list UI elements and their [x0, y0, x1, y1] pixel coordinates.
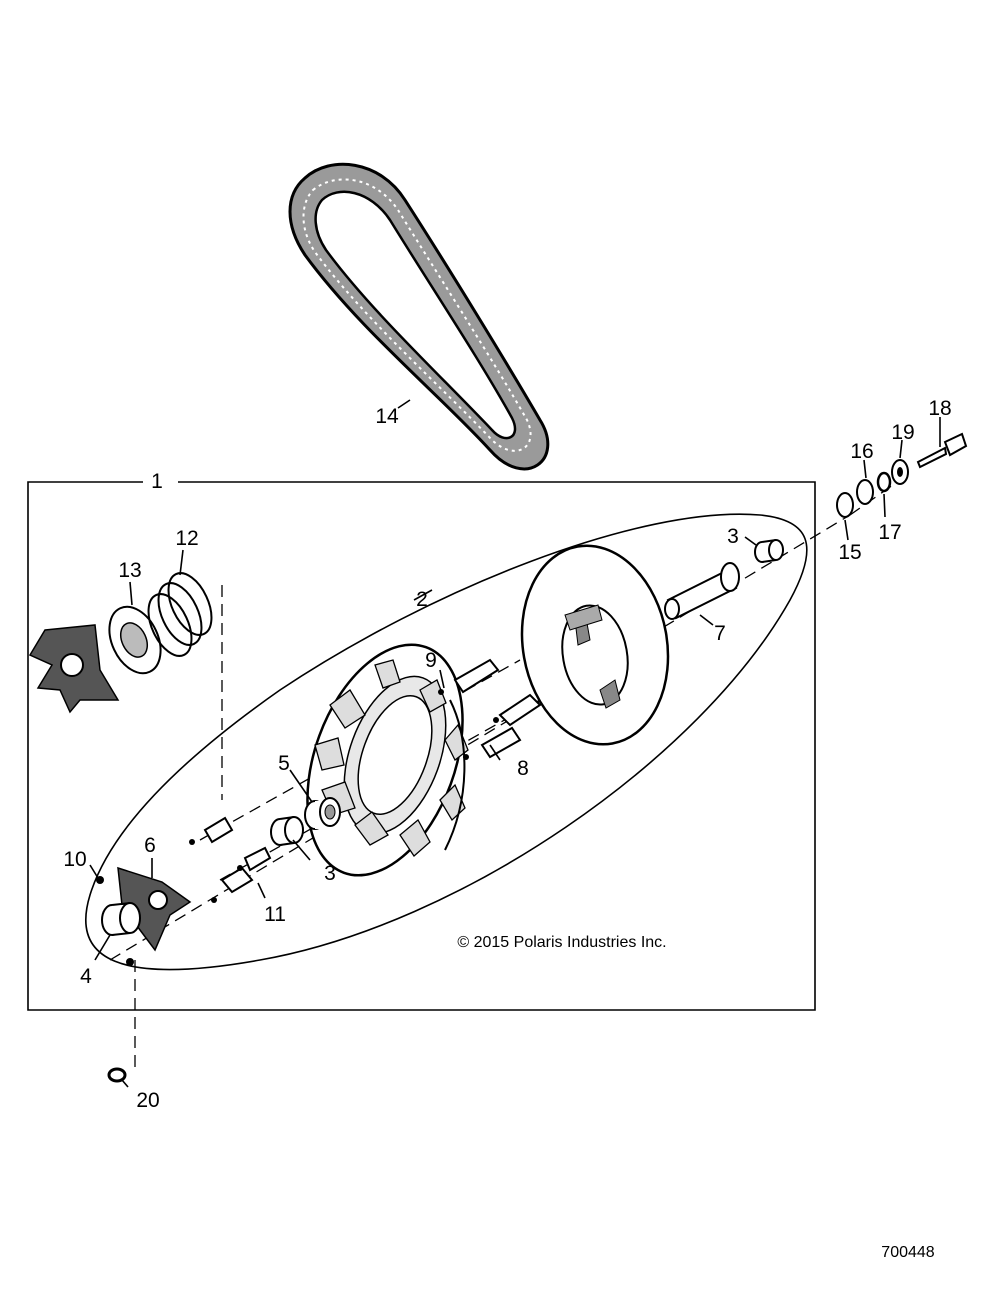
callout-11: 11	[264, 903, 286, 926]
roller-11	[189, 816, 272, 903]
hardware-axis-line	[849, 479, 901, 516]
assembly-outline	[85, 513, 808, 971]
callout-6: 6	[144, 834, 156, 857]
callout-labels: 1 2 3 3 4 5 6 7 8 9 10 11 12 13 14 15 16…	[63, 397, 951, 1112]
weight-8	[463, 693, 542, 760]
washer-16	[856, 479, 874, 505]
clutch-spring	[147, 572, 213, 657]
callout-19: 19	[891, 421, 914, 444]
callout-12: 12	[175, 527, 198, 550]
callout-3-upper: 3	[727, 525, 739, 548]
washer-15	[836, 492, 854, 518]
callout-17: 17	[878, 521, 901, 544]
callout-3-lower: 3	[324, 862, 336, 885]
callout-15: 15	[838, 541, 861, 564]
callout-9: 9	[425, 649, 437, 672]
cover-6	[117, 866, 192, 952]
weight-9	[438, 658, 500, 695]
callout-5: 5	[278, 752, 290, 775]
callout-13: 13	[118, 559, 141, 582]
callout-10: 10	[63, 848, 86, 871]
callout-14: 14	[375, 405, 399, 428]
figure-id: 700448	[881, 1244, 934, 1261]
callout-20: 20	[136, 1089, 159, 1112]
spider-part	[28, 624, 120, 714]
callout-16: 16	[850, 440, 873, 463]
fixed-sheave	[520, 544, 670, 746]
callout-8: 8	[517, 757, 529, 780]
washer-17	[876, 471, 892, 493]
bushing-3-lower	[270, 816, 304, 846]
post-7	[664, 562, 740, 620]
callout-2: 2	[416, 588, 428, 611]
moveable-sheave	[306, 643, 469, 877]
kit-box-border	[27, 481, 816, 1011]
callout-7: 7	[714, 622, 726, 645]
callout-4: 4	[80, 965, 92, 988]
bushing-3-upper	[754, 539, 784, 563]
retaining-ring-20	[107, 1067, 127, 1083]
lower-axis-line	[219, 699, 541, 881]
spring-seat	[108, 605, 162, 675]
bolt-18	[916, 432, 968, 469]
copyright-notice: © 2015 Polaris Industries Inc.	[457, 934, 666, 951]
drive-belt	[288, 162, 550, 471]
bushing-5	[304, 797, 341, 830]
callout-18: 18	[928, 397, 951, 420]
washer-19	[891, 459, 909, 485]
leader-lines	[89, 399, 941, 1088]
callout-1: 1	[151, 470, 163, 493]
bushing-4	[101, 902, 141, 936]
